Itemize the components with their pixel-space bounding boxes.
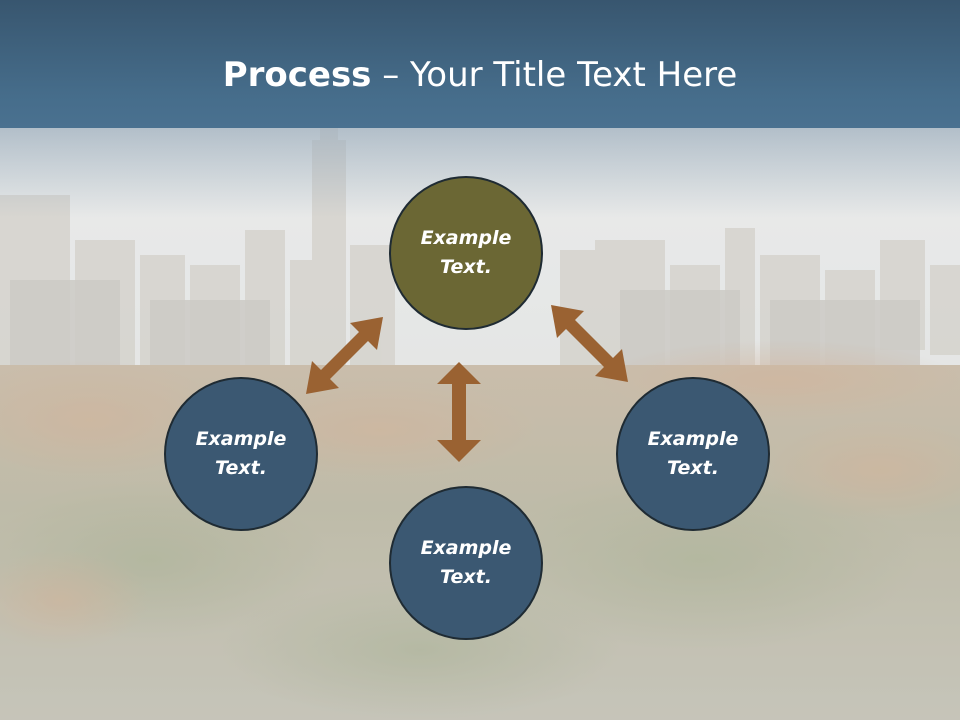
arrow-top-right xyxy=(551,305,628,382)
node-label-line2: Text. xyxy=(440,256,492,278)
process-node-left: Example Text. xyxy=(164,377,318,531)
process-node-bottom: Example Text. xyxy=(389,486,543,640)
arrow-vertical xyxy=(437,362,481,462)
node-label-line1: Example xyxy=(647,428,739,450)
page-title: Process – Your Title Text Here xyxy=(0,52,960,98)
process-node-right: Example Text. xyxy=(616,377,770,531)
node-label-line1: Example xyxy=(420,537,512,559)
title-bold: Process xyxy=(222,55,372,95)
title-rest: – Your Title Text Here xyxy=(371,55,738,95)
node-label-line1: Example xyxy=(195,428,287,450)
arrow-top-left xyxy=(306,317,383,394)
node-label-line2: Text. xyxy=(440,566,492,588)
node-label-line2: Text. xyxy=(215,457,267,479)
node-label-line1: Example xyxy=(420,227,512,249)
process-node-top: Example Text. xyxy=(389,176,543,330)
node-label-line2: Text. xyxy=(667,457,719,479)
